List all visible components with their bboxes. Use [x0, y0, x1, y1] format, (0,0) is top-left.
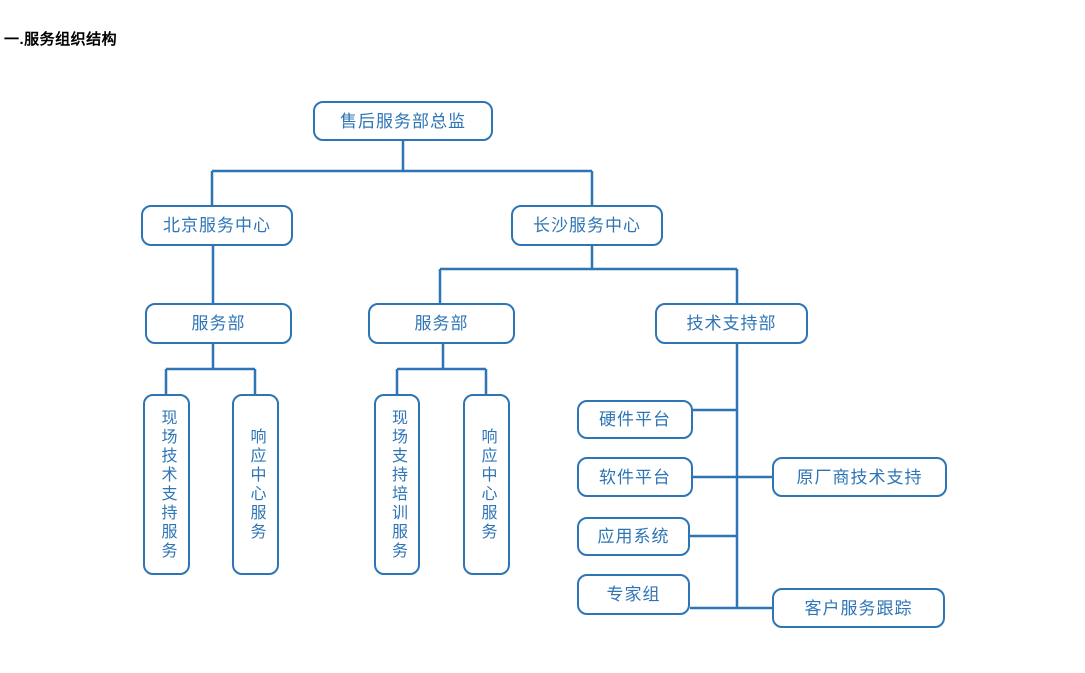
org-node-oem-tech-support: 原厂商技术支持 [772, 457, 947, 497]
org-node-changsha-center-label: 长沙服务中心 [533, 216, 641, 235]
org-node-onsite-support-training-service-label: 现场支持培训服务 [389, 408, 406, 561]
org-node-changsha-service-dept: 服务部 [368, 303, 515, 344]
org-node-expert-group: 专家组 [577, 574, 690, 615]
page-title: 一.服务组织结构 [4, 31, 118, 48]
org-node-response-center-service-beijing: 响应中心服务 [232, 394, 279, 575]
org-node-beijing-center-label: 北京服务中心 [163, 216, 271, 235]
org-node-software-platform: 软件平台 [577, 457, 693, 497]
org-node-application-system-label: 应用系统 [597, 527, 670, 546]
org-node-beijing-service-dept: 服务部 [145, 303, 292, 344]
org-node-oem-tech-support-label: 原厂商技术支持 [796, 467, 923, 487]
org-node-onsite-tech-support-service-label: 现场技术支持服务 [158, 408, 176, 561]
org-node-software-platform-label: 软件平台 [599, 467, 671, 487]
org-node-changsha-service-dept-label: 服务部 [414, 314, 469, 333]
org-node-hardware-platform: 硬件平台 [577, 400, 693, 439]
org-node-customer-service-tracking-label: 客户服务跟踪 [804, 598, 913, 618]
org-node-response-center-service-changsha: 响应中心服务 [463, 394, 510, 575]
org-node-application-system: 应用系统 [577, 517, 690, 556]
org-node-customer-service-tracking: 客户服务跟踪 [772, 588, 945, 628]
org-node-beijing-center: 北京服务中心 [141, 205, 293, 246]
org-node-response-center-service-beijing-label: 响应中心服务 [247, 427, 265, 542]
org-node-hardware-platform-label: 硬件平台 [599, 410, 671, 429]
org-node-root-label: 售后服务部总监 [340, 111, 466, 131]
org-node-expert-group-label: 专家组 [606, 585, 661, 604]
org-node-onsite-support-training-service: 现场支持培训服务 [374, 394, 420, 575]
org-node-beijing-service-dept-label: 服务部 [191, 314, 246, 333]
org-node-changsha-center: 长沙服务中心 [511, 205, 663, 246]
org-node-onsite-tech-support-service: 现场技术支持服务 [143, 394, 190, 575]
org-node-tech-support-dept-label: 技术支持部 [686, 314, 777, 333]
org-node-tech-support-dept: 技术支持部 [655, 303, 808, 344]
org-node-response-center-service-changsha-label: 响应中心服务 [478, 427, 496, 542]
org-node-root: 售后服务部总监 [313, 101, 493, 141]
